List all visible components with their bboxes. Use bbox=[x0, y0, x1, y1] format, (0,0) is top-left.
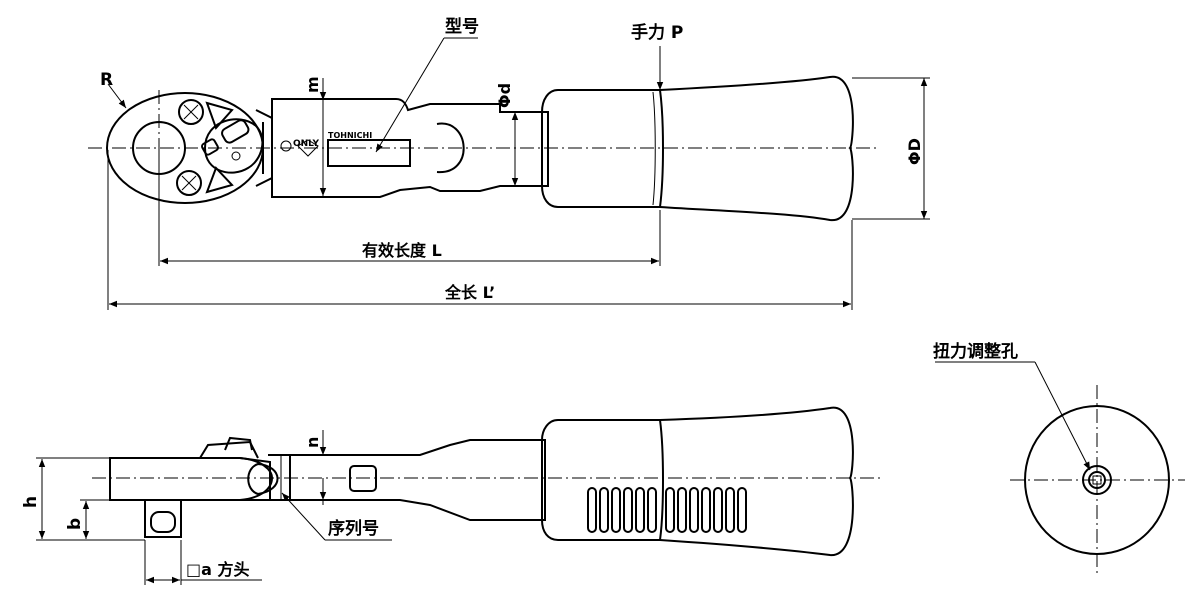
m-label: m bbox=[303, 76, 322, 93]
side-body bbox=[289, 439, 546, 521]
model-label: 型号 bbox=[445, 16, 479, 37]
ratchet-lever bbox=[203, 118, 264, 174]
square-drive-label: □a 方头 bbox=[186, 560, 250, 579]
screw-icon bbox=[176, 170, 202, 196]
direction-mark bbox=[205, 101, 234, 130]
n-label: n bbox=[303, 437, 322, 448]
brand-text: TOHNICHI bbox=[328, 131, 372, 140]
side-view: n h b □a 方头 序列号 bbox=[21, 406, 880, 585]
radius-label: R bbox=[100, 70, 113, 90]
grip-ribs bbox=[587, 487, 747, 533]
only-text: ONLY bbox=[293, 139, 320, 149]
effective-length-label: 有效长度 L bbox=[362, 241, 442, 260]
phi-D-label: ΦD bbox=[905, 138, 924, 165]
end-view: 扭力调整孔 bbox=[933, 341, 1185, 575]
torque-adjust-hole bbox=[1082, 465, 1112, 495]
wrench-handle bbox=[541, 75, 854, 222]
screw-icon bbox=[178, 99, 204, 125]
adjust-window bbox=[349, 465, 377, 492]
torque-adjust-hole-label: 扭力调整孔 bbox=[933, 341, 1018, 362]
hand-force-label: 手力 P bbox=[631, 22, 683, 43]
side-head bbox=[109, 457, 271, 501]
handle-end-cap bbox=[1024, 405, 1170, 555]
top-view: ONLY TOHNICHI R m 型号 Φd 手力 P ΦD bbox=[88, 16, 930, 310]
overall-length-label: 全长 L’ bbox=[444, 283, 495, 302]
b-label: b bbox=[65, 518, 85, 530]
serial-number-label: 序列号 bbox=[328, 518, 379, 539]
model-plate bbox=[327, 139, 411, 167]
wrench-body bbox=[271, 98, 549, 198]
side-handle bbox=[541, 406, 854, 557]
square-drive bbox=[144, 499, 182, 538]
h-label: h bbox=[21, 496, 41, 508]
direction-mark bbox=[205, 166, 234, 194]
phi-d-label: Φd bbox=[495, 83, 514, 108]
